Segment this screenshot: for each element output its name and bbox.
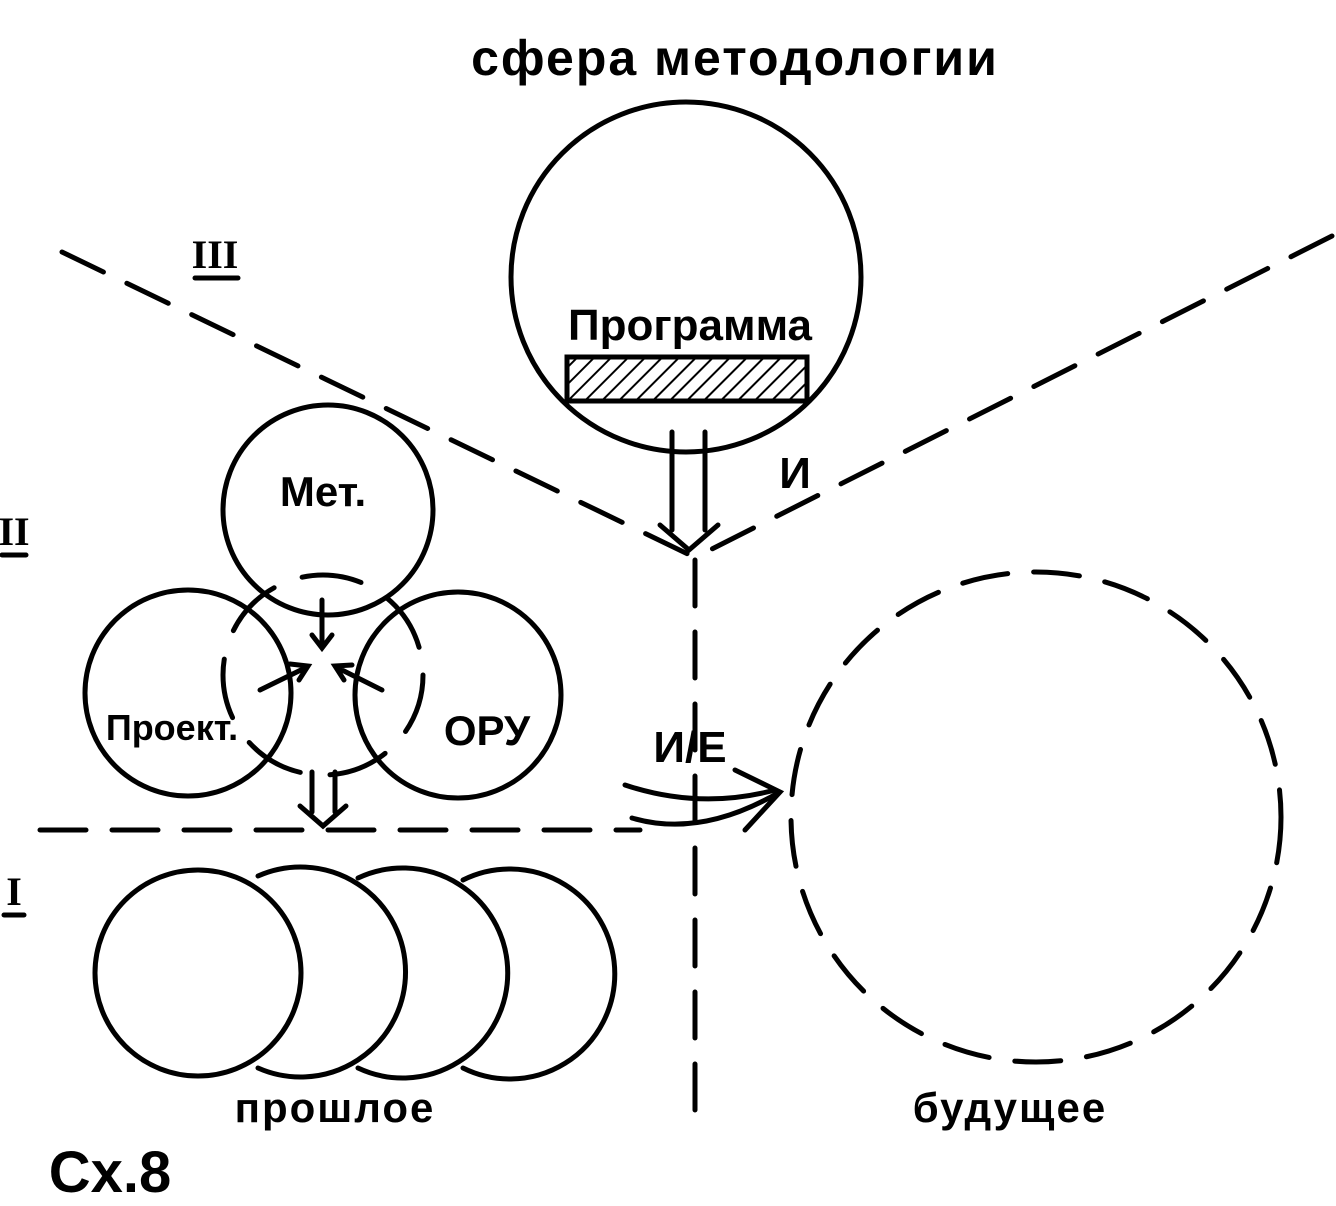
met-circle [220, 402, 436, 618]
scheme-caption: Сх.8 [49, 1140, 172, 1205]
inner-cycle-ring [220, 572, 426, 778]
level-3-marker: III [192, 232, 239, 277]
inner-arrow-from-left [257, 661, 313, 693]
program-bar [564, 354, 810, 404]
level-1-marker: I [6, 869, 22, 914]
future-label: будущее [913, 1084, 1107, 1131]
i-marker-label: И [779, 449, 811, 498]
inner-arrow-from-right [330, 662, 385, 693]
ie-marker-label: И/Е [653, 723, 726, 772]
program-label: Программа [568, 301, 813, 350]
methodology-sphere [508, 99, 864, 455]
boundary-left-diagonal [59, 249, 695, 559]
oru-circle [352, 589, 564, 801]
project-circle [82, 587, 294, 799]
future-circle [788, 569, 1284, 1065]
past-circle-4 [460, 866, 618, 1082]
boundary-right-diagonal [695, 233, 1335, 559]
met-label: Мет. [280, 468, 366, 515]
past-circle-1 [92, 867, 304, 1079]
diagram-title: сфера методологии [471, 30, 999, 86]
transition-arrow-upper [622, 782, 778, 802]
sphere-down-arrow [657, 429, 721, 554]
past-circle-2 [255, 864, 408, 1080]
past-label: прошлое [235, 1084, 436, 1131]
level-2-marker: II [0, 509, 30, 554]
past-circle-3 [355, 865, 511, 1081]
oru-label: ОРУ [444, 707, 531, 754]
transition-arrowhead [732, 767, 785, 833]
cluster-down-arrow [297, 769, 349, 830]
transition-arrow-lower [629, 790, 781, 827]
inner-arrow-down [309, 597, 335, 653]
project-label: Проект. [106, 707, 238, 748]
